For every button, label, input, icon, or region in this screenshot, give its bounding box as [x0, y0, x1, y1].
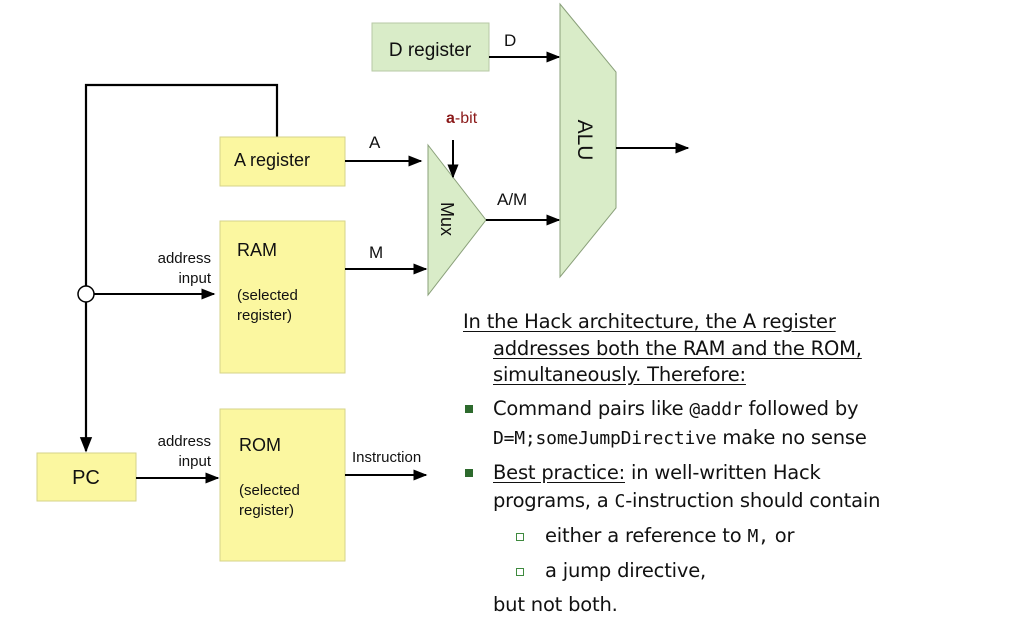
bullet2-text-b: programs, a [493, 488, 615, 512]
bullet2-text-c: -instruction should contain [625, 488, 881, 512]
sub1-text-b: or [768, 523, 795, 547]
bullet-command-pairs: Command pairs like @addr followed by D=M… [463, 395, 983, 453]
sub-bullet-jump-directive: a jump directive, [463, 557, 983, 585]
bullet1-code-jump: D=M;someJumpDirective [493, 427, 717, 449]
bullet-best-practice: Best practice: in well-written Hack prog… [463, 459, 983, 516]
conclusion-text: but not both. [493, 592, 618, 616]
a-register: A register [219, 136, 346, 187]
ram-address-label-line2: input [178, 270, 211, 287]
d-register-label: D register [389, 40, 472, 61]
bullet1-text-a: Command pairs like [493, 396, 690, 420]
a-wire-label: A [369, 133, 381, 152]
explanation-text: In the Hack architecture, the A register… [463, 309, 983, 619]
hollow-square-bullet-icon [516, 532, 524, 541]
bullet1-text-b: followed by [742, 396, 859, 420]
wire-junction [77, 285, 95, 303]
mux: Mux [427, 143, 487, 297]
pc-label: PC [72, 467, 100, 489]
a-bit-rest: -bit [455, 110, 478, 127]
a-bit-label: a-bit [446, 110, 478, 127]
bullet-square-icon [465, 404, 473, 413]
a-register-label: A register [234, 150, 310, 170]
sub1-text-a: either a reference to [545, 523, 748, 547]
bullet1-code-addr: @addr [689, 398, 743, 420]
headline-line2: addresses both the RAM and the ROM, [493, 336, 862, 360]
bullet2-text-a: in well-written Hack [625, 460, 821, 484]
sub1-code-m: M, [747, 525, 769, 547]
ram-subtitle-line1: (selected [237, 287, 298, 304]
rom-block: ROM (selected register) [219, 408, 346, 562]
mux-out-label: A/M [497, 190, 527, 209]
ram-address-label-line1: address [158, 250, 211, 267]
rom-subtitle-line1: (selected [239, 482, 300, 499]
ram-block: RAM (selected register) [219, 220, 346, 374]
hollow-square-bullet-icon [516, 567, 524, 576]
instruction-label: Instruction [352, 449, 421, 466]
bullet2-code-c: C [614, 490, 626, 512]
d-register: D register [371, 22, 490, 72]
headline: In the Hack architecture, the A register… [463, 309, 983, 389]
a-bit-bold: a [446, 110, 455, 127]
sub-bullet-reference-m: either a reference to M, or [463, 522, 983, 551]
rom-address-label-line1: address [158, 433, 211, 450]
sub2-text: a jump directive, [545, 558, 706, 582]
bullet1-text-c: make no sense [716, 425, 867, 449]
rom-title: ROM [239, 435, 281, 455]
ram-subtitle-line2: register) [237, 307, 292, 324]
ram-title: RAM [237, 240, 277, 260]
headline-line3: simultaneously. Therefore: [493, 363, 746, 386]
a-register-feedback-wire [84, 83, 279, 286]
d-wire-label: D [504, 31, 516, 50]
bullet-square-icon [465, 468, 473, 477]
rom-subtitle-line2: register) [239, 502, 294, 519]
headline-line1: In the Hack architecture, the A register [463, 310, 836, 333]
alu-label: ALU [573, 120, 596, 161]
alu: ALU [559, 2, 617, 279]
pc-register: PC [36, 452, 137, 502]
rom-address-label-line2: input [178, 453, 211, 470]
best-practice-label: Best practice: [493, 460, 625, 484]
m-wire-label: M [369, 243, 383, 262]
mux-label: Mux [437, 202, 457, 236]
